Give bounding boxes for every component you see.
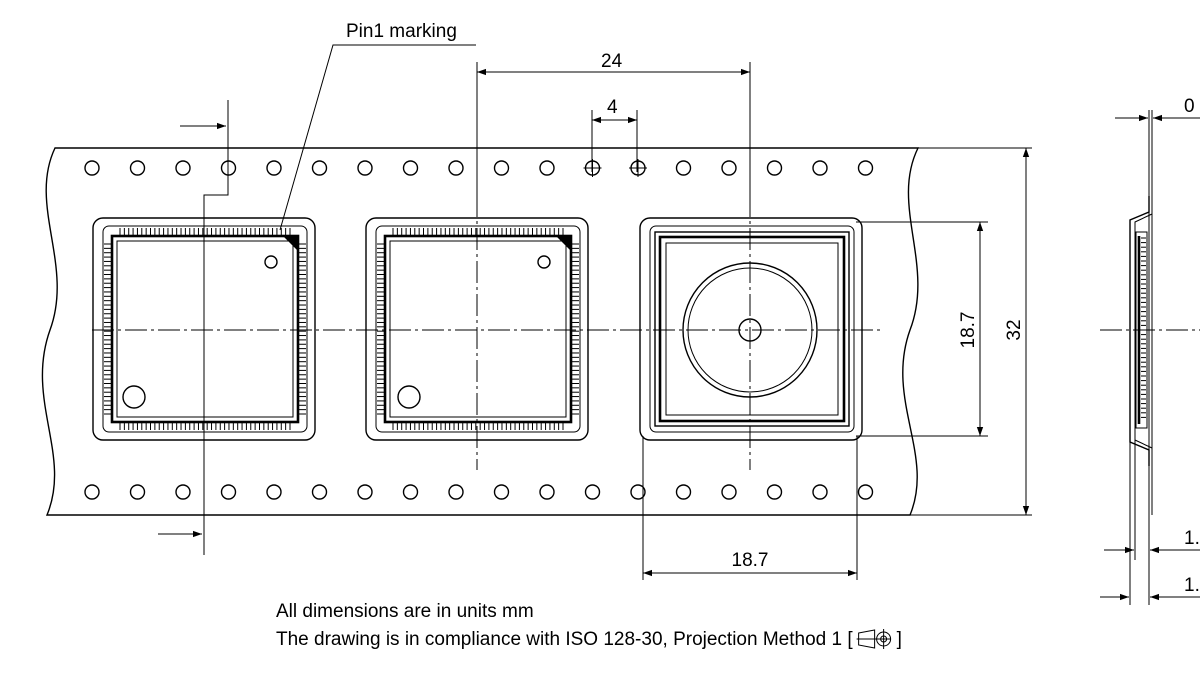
pin1-dot: [537, 255, 551, 269]
side-dim-b2-label: 1.: [1184, 575, 1200, 596]
dim-pitch-label: 24: [601, 51, 623, 72]
dimension-tape-width: 32: [910, 147, 1032, 516]
sprocket-hole: [448, 484, 464, 500]
pin1-dot: [264, 255, 278, 269]
sprocket-hole: [493, 484, 510, 500]
sprocket-hole: [402, 484, 419, 500]
sprocket-hole: [812, 160, 828, 176]
sprocket-hole: [175, 484, 191, 500]
sprocket-hole: [766, 484, 783, 500]
sprocket-hole: [448, 160, 464, 176]
sprocket-hole: [129, 160, 146, 176]
ejector-mark: [397, 385, 421, 409]
sprocket-holes-bottom: [84, 484, 874, 500]
sprocket-hole: [357, 160, 373, 176]
sprocket-hole: [357, 484, 373, 500]
sprocket-hole: [266, 484, 282, 500]
dimension-pitch: 24: [476, 51, 751, 195]
dimension-pocket-height: 18.7: [856, 221, 988, 437]
sprocket-hole: [311, 484, 328, 500]
carrier-tape: [41, 147, 920, 516]
ic-body: [383, 234, 573, 424]
note-iso-close: ]: [897, 629, 902, 650]
sprocket-hole: [266, 160, 282, 176]
sprocket-hole: [402, 160, 419, 176]
sprocket-hole: [175, 160, 191, 176]
side-leads: [1141, 237, 1146, 418]
sprocket-hole: [493, 160, 510, 176]
sprocket-hole: [857, 484, 874, 500]
dim-pocket-width-label: 18.7: [732, 550, 769, 571]
ejector-mark: [122, 385, 146, 409]
pocket-3-empty: [639, 217, 863, 441]
sprocket-hole: [721, 160, 737, 176]
pocket-2: [365, 217, 589, 441]
sprocket-hole: [584, 484, 601, 500]
dim-tape-width-label: 32: [1004, 319, 1025, 340]
section-cut-marker: [158, 100, 229, 555]
pin1-leader: Pin1 marking: [279, 21, 476, 231]
side-dim-top-label: 0: [1184, 96, 1195, 117]
sprocket-hole: [857, 160, 874, 176]
pin1-chamfer: [556, 236, 571, 251]
sprocket-hole: [675, 484, 692, 500]
sprocket-hole: [675, 160, 692, 176]
note-iso: The drawing is in compliance with ISO 12…: [276, 629, 853, 650]
sprocket-hole: [539, 160, 555, 176]
pin1-chamfer: [283, 236, 298, 251]
sprocket-hole: [812, 484, 828, 500]
sprocket-hole: [539, 484, 555, 500]
sprocket-hole: [311, 160, 328, 176]
qfp-leads: [104, 228, 306, 430]
sprocket-holes-top: [84, 159, 874, 177]
dim-pocket-height-label: 18.7: [958, 312, 979, 349]
dimension-hole-pitch: 4: [591, 97, 638, 172]
dim-hole-pitch-label: 4: [607, 97, 618, 118]
sprocket-hole: [721, 484, 737, 500]
sprocket-hole: [129, 484, 146, 500]
sprocket-hole: [630, 484, 646, 500]
sprocket-hole: [84, 160, 100, 176]
sprocket-hole: [220, 484, 237, 500]
qfp-leads: [377, 228, 579, 430]
side-view: 0 1. 1.: [1100, 96, 1200, 605]
side-dim-b1-label: 1.: [1184, 528, 1200, 549]
projection-method-icon: [856, 629, 892, 649]
pin1-label: Pin1 marking: [346, 21, 457, 42]
sprocket-hole: [766, 160, 783, 176]
note-units: All dimensions are in units mm: [276, 601, 534, 622]
ic-body: [110, 234, 300, 424]
sprocket-hole: [84, 484, 100, 500]
dimension-pocket-width: 18.7: [642, 436, 858, 580]
